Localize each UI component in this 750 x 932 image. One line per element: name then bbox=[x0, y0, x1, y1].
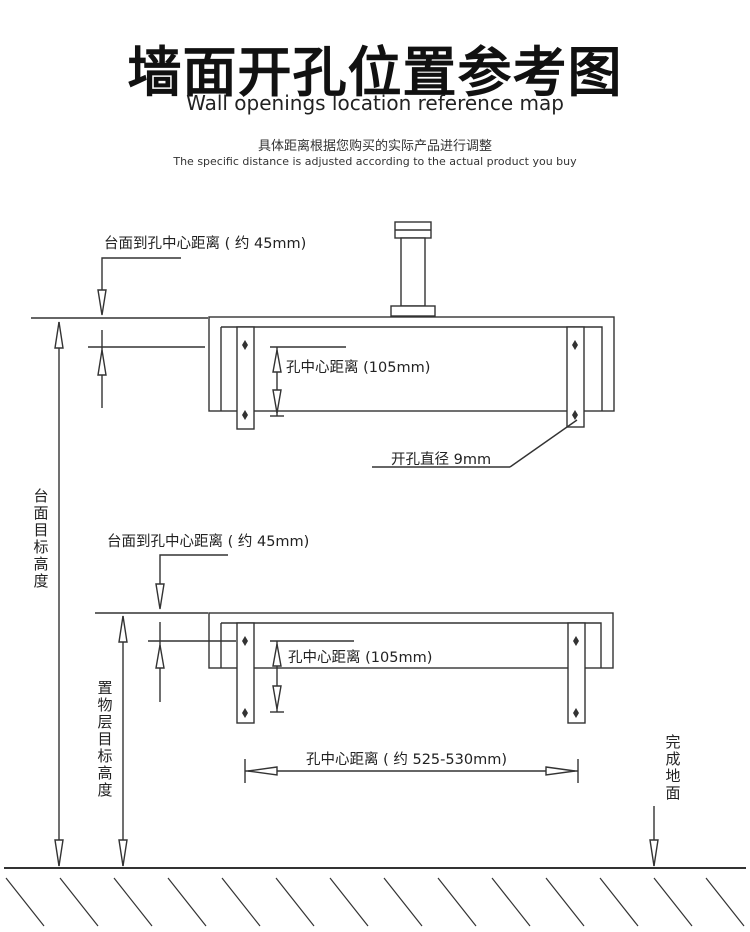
note-chinese: 具体距离根据您购买的实际产品进行调整 bbox=[257, 139, 492, 154]
note-english: The specific distance is adjusted accord… bbox=[173, 155, 577, 168]
top-countertop-dimension bbox=[31, 257, 208, 408]
faucet-icon bbox=[390, 221, 436, 317]
finished-floor-arrow bbox=[649, 806, 659, 867]
finished-floor-label: 完成地面 bbox=[665, 733, 681, 802]
top-hole-distance-dimension bbox=[270, 346, 346, 417]
title-chinese: 墙面开孔位置参考图 bbox=[127, 41, 623, 104]
bottom-hole-distance-dimension bbox=[270, 640, 354, 713]
bottom-hole-center-distance-label: 孔中心距离 (105mm) bbox=[288, 650, 433, 666]
hole-diameter-leader bbox=[372, 419, 578, 468]
bottom-shelf bbox=[208, 612, 614, 724]
shelf-height-dimension bbox=[118, 615, 128, 867]
countertop-height-label: 台面目标高度 bbox=[33, 487, 49, 590]
bottom-countertop-to-hole-label: 台面到孔中心距离 ( 约 45mm) bbox=[107, 534, 310, 550]
hole-diameter-label: 开孔直径 9mm bbox=[391, 452, 492, 468]
title-english: Wall openings location reference map bbox=[186, 91, 564, 115]
horizontal-hole-distance-label: 孔中心距离 ( 约 525-530mm) bbox=[306, 752, 507, 768]
bottom-bracket-holes bbox=[242, 636, 579, 718]
shelf-height-label: 置物层目标高度 bbox=[97, 679, 113, 799]
countertop-height-dimension bbox=[54, 321, 64, 867]
floor bbox=[4, 867, 746, 927]
horizontal-hole-distance-dimension bbox=[244, 759, 579, 783]
top-hole-center-distance-label: 孔中心距离 (105mm) bbox=[286, 360, 431, 376]
bottom-countertop-dimension bbox=[95, 554, 236, 702]
top-bracket-holes bbox=[242, 340, 578, 420]
top-countertop-to-hole-label: 台面到孔中心距离 ( 约 45mm) bbox=[104, 236, 307, 252]
